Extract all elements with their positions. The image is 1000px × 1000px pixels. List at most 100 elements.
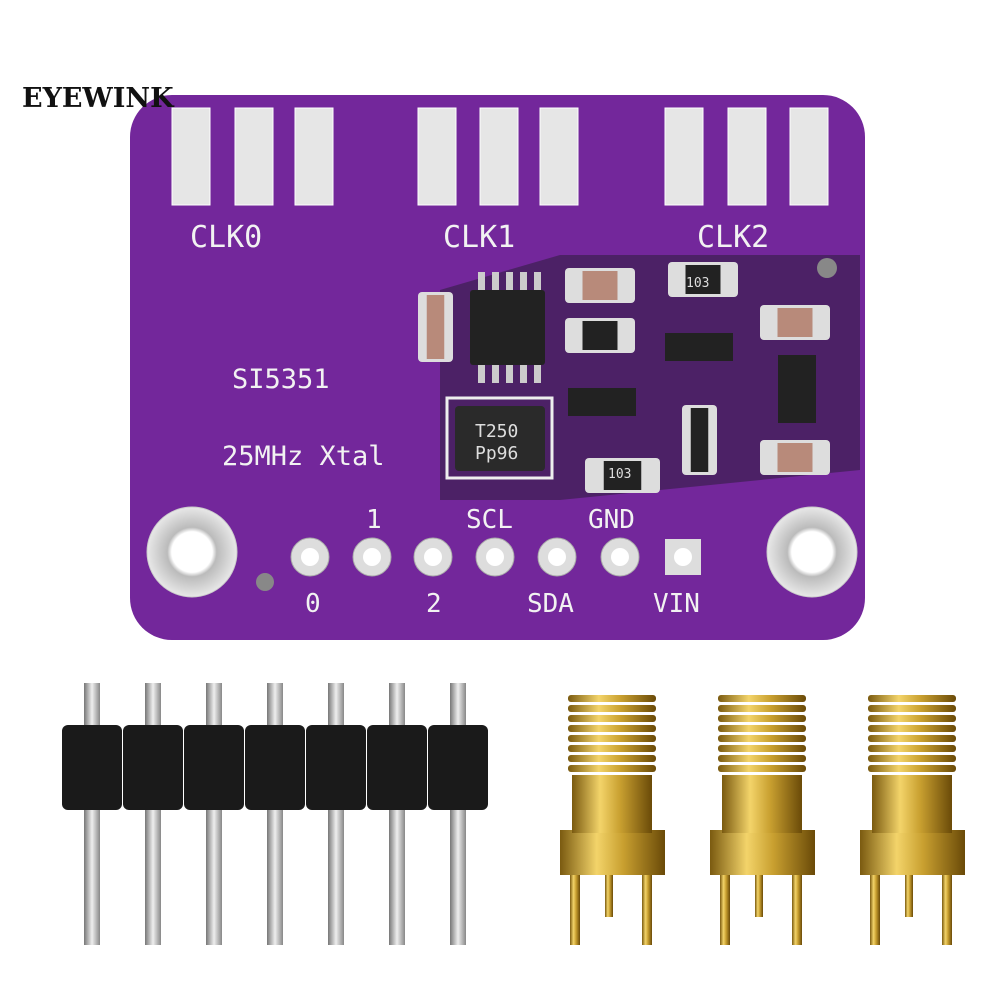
sma-thread (718, 755, 806, 762)
sma-thread (868, 715, 956, 722)
sma-thread (568, 725, 656, 732)
pin-hole-center (424, 548, 442, 566)
smd-body (777, 308, 813, 337)
sma-thread (568, 695, 656, 702)
sma-thread (868, 755, 956, 762)
transistor (665, 333, 733, 361)
chip-pin (520, 272, 527, 290)
pin-hole-center (363, 548, 381, 566)
pin-label-0: 0 (305, 589, 321, 619)
sma-thread (718, 695, 806, 702)
pin-label-1: 1 (366, 505, 382, 535)
header-pin (206, 683, 222, 945)
header-pin (328, 683, 344, 945)
clk0-label: CLK0 (190, 220, 262, 255)
sma-thread (868, 765, 956, 772)
resistor-marking: 103 (686, 276, 709, 291)
sma-leg (570, 872, 580, 945)
sma-thread (568, 755, 656, 762)
sma-leg (720, 872, 730, 945)
si5351-chip (470, 272, 545, 383)
header-housing (367, 725, 427, 810)
header-pin (450, 683, 466, 945)
chip-body (470, 290, 545, 365)
pin-header (62, 683, 488, 945)
sma-thread (718, 735, 806, 742)
sma-thread (868, 725, 956, 732)
header-pin (145, 683, 161, 945)
chip-pin (534, 365, 541, 383)
header-housing (184, 725, 244, 810)
header-housing (428, 725, 488, 810)
pin-hole-center (674, 548, 692, 566)
smd-components (418, 262, 830, 493)
sma-base (860, 830, 965, 875)
pin-hole-center (486, 548, 504, 566)
pin-label-sda: SDA (527, 589, 574, 619)
smd-body (690, 408, 709, 472)
smd-body (426, 295, 445, 359)
sma-body (722, 775, 802, 833)
clock-pad (479, 107, 519, 206)
sma-thread (868, 705, 956, 712)
sma-leg (905, 872, 913, 917)
sma-base (560, 830, 665, 875)
sma-leg (942, 872, 952, 945)
chip-pin (492, 365, 499, 383)
sma-leg (755, 872, 763, 917)
sma-thread (718, 745, 806, 752)
clk1-label: CLK1 (443, 220, 515, 255)
header-housing (123, 725, 183, 810)
chip-pin (492, 272, 499, 290)
clock-pads (171, 107, 829, 206)
via (817, 258, 837, 278)
header-housing (245, 725, 305, 810)
clock-pad (664, 107, 704, 206)
chip-name-label: SI5351 (232, 364, 330, 395)
smd-body (777, 443, 813, 472)
pin-hole-center (548, 548, 566, 566)
sma-connectors (560, 695, 965, 945)
pin-label-vin: VIN (653, 589, 700, 619)
transistor (568, 388, 636, 416)
crystal-marking-2: Pp96 (475, 443, 518, 464)
pin-hole-center (301, 548, 319, 566)
chip-pins (478, 272, 541, 383)
clock-pad (171, 107, 211, 206)
chip-pin (478, 365, 485, 383)
smd-body (685, 265, 721, 294)
sma-body (572, 775, 652, 833)
pin-label-2: 2 (426, 589, 442, 619)
sma-thread (868, 735, 956, 742)
crystal-marking-1: T250 (475, 421, 518, 442)
sma-thread (568, 745, 656, 752)
sma-thread (718, 725, 806, 732)
header-housing (62, 725, 122, 810)
sma-thread (568, 705, 656, 712)
pin-hole-center (611, 548, 629, 566)
sma-thread (568, 735, 656, 742)
sma-body (872, 775, 952, 833)
chip-pin (506, 365, 513, 383)
si5351-board: CLK0 CLK1 CLK2 SI5351 25MHz Xtal T250 Pp… (130, 95, 865, 640)
clock-pad (539, 107, 579, 206)
sma-thread (868, 695, 956, 702)
watermark-logo: EYEWINK (22, 83, 175, 114)
header-pin (84, 683, 100, 945)
clock-pad (294, 107, 334, 206)
sma-thread (868, 745, 956, 752)
sma-thread (568, 715, 656, 722)
crystal: T250 Pp96 (445, 396, 554, 480)
clock-pad (727, 107, 767, 206)
chip-pin (534, 272, 541, 290)
sma-thread (718, 715, 806, 722)
sma-leg (870, 872, 880, 945)
clock-pad (234, 107, 274, 206)
sma-base (710, 830, 815, 875)
clock-pad (789, 107, 829, 206)
sma-leg (792, 872, 802, 945)
sma-leg (605, 872, 613, 917)
pin-label-scl: SCL (466, 505, 513, 535)
regulator (778, 355, 816, 423)
